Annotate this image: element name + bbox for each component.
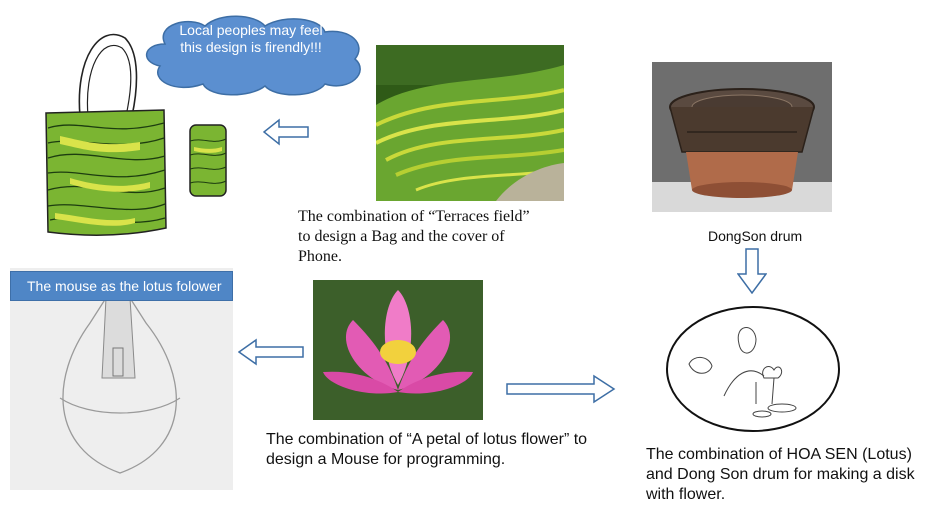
dongson-drum-photo [652, 62, 832, 212]
arrow-left-icon [263, 118, 309, 146]
disk-caption: The combination of HOA SEN (Lotus) and D… [646, 446, 915, 503]
terraces-caption: The combination of “Terraces field” to d… [298, 208, 530, 265]
tote-bag-sketch [45, 33, 167, 236]
arrow-left-mouse-icon [238, 338, 304, 366]
arrow-down-icon [737, 248, 767, 294]
lotus-flower-photo [313, 280, 483, 420]
lotus-disk-sketch [666, 306, 840, 432]
speech-bubble-cloud [146, 15, 361, 96]
lotus-caption: The combination of “A petal of lotus flo… [266, 431, 588, 468]
phone-cover-sketch [189, 124, 227, 197]
mouse-sketch-photo [10, 268, 233, 490]
terraces-field-photo [376, 45, 564, 201]
speech-bubble-text: Local peoples may feel this design is fi… [179, 22, 323, 55]
arrow-right-icon [506, 374, 616, 404]
dongson-drum-label: DongSon drum [708, 228, 803, 244]
mouse-banner: The mouse as the lotus folower [10, 271, 233, 301]
